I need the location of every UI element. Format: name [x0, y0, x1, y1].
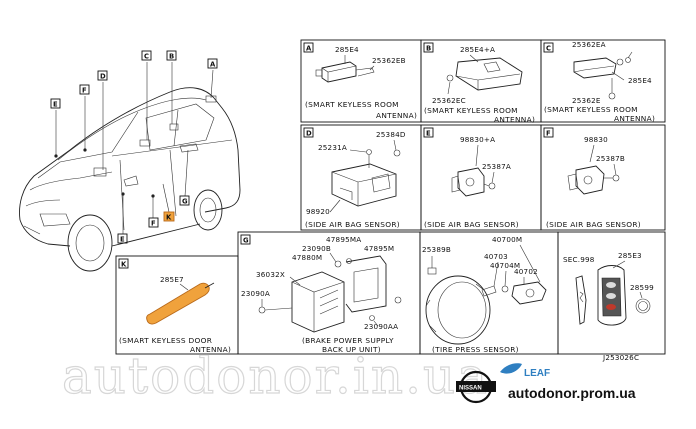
part-285e4: 285E4 — [335, 45, 359, 54]
part-40700m: 40700M — [492, 235, 522, 244]
caption-e: (SIDE AIR BAG SENSOR) — [424, 220, 519, 229]
part-40703: 40703 — [484, 252, 508, 261]
model-name: LEAF — [524, 368, 550, 379]
part-25387a: 25387A — [482, 162, 511, 171]
callout-b: B — [169, 53, 174, 61]
svg-text:F: F — [546, 130, 551, 138]
part-285e4-a: 285E4+A — [460, 45, 495, 54]
part-25362ec: 25362EC — [432, 96, 466, 105]
part-23090a: 23090A — [241, 289, 270, 298]
caption-k-line2: ANTENNA) — [190, 345, 231, 354]
part-sec-998: SEC.998 — [563, 255, 595, 264]
part-47880m: 47880M — [292, 253, 322, 262]
part-47895m: 47895M — [364, 244, 394, 253]
svg-text:G: G — [243, 237, 249, 245]
panel-remote-key: SEC.998 285E3 28599 — [557, 231, 666, 355]
callout-g: G — [182, 198, 188, 206]
part-25231a: 25231A — [318, 143, 347, 152]
part-285e7: 285E7 — [160, 275, 184, 284]
part-40702: 40702 — [514, 267, 538, 276]
caption-g-line1: (BRAKE POWER SUPPLY — [302, 336, 394, 345]
svg-text:NISSAN: NISSAN — [459, 386, 482, 392]
callout-d: D — [100, 73, 106, 81]
part-25362ea: 25362EA — [572, 40, 606, 49]
part-285e3: 285E3 — [618, 251, 642, 260]
caption-k-line1: (SMART KEYLESS DOOR — [119, 336, 212, 345]
callout-f-front: F — [82, 87, 87, 95]
svg-text:K: K — [121, 261, 127, 269]
panel-f-side-airbag-sensor: F 98830 25387B (SIDE AIR BAG SENSOR) — [540, 124, 666, 231]
panel-e-side-airbag-sensor: E 98830+A 25387A (SIDE AIR BAG SENSOR) — [420, 124, 542, 231]
caption-a-line1: (SMART KEYLESS ROOM — [305, 100, 399, 109]
panel-k-smart-keyless-door-antenna: K 285E7 (SMART KEYLESS DOOR ANTENNA) — [115, 255, 239, 355]
drawing-code: J253026C — [602, 353, 639, 362]
part-23090aa: 23090AA — [364, 322, 398, 331]
caption-c-line2: ANTENNA) — [614, 114, 655, 123]
site-url[interactable]: autodonor.prom.ua — [508, 385, 636, 401]
svg-text:A: A — [306, 45, 312, 53]
leaf-logo: LEAF — [500, 363, 550, 379]
svg-text:D: D — [306, 130, 312, 138]
part-47895ma: 47895MA — [326, 235, 361, 244]
caption-d: (SIDE AIR BAG SENSOR) — [305, 220, 400, 229]
part-25362e: 25362E — [572, 96, 601, 105]
part-36032x: 36032X — [256, 270, 285, 279]
vehicle-overview: E F D C B A G F K E — [19, 50, 241, 272]
part-25389b: 25389B — [422, 245, 451, 254]
part-98830-a: 98830+A — [460, 135, 495, 144]
caption-g-line2: BACK UP UNIT) — [322, 345, 381, 354]
part-98830: 98830 — [584, 135, 608, 144]
part-28599: 28599 — [630, 283, 654, 292]
caption-c-line1: (SMART KEYLESS ROOM — [544, 105, 638, 114]
part-98920: 98920 — [306, 207, 330, 216]
callout-f-rear: F — [151, 220, 156, 228]
svg-text:C: C — [546, 45, 551, 53]
callout-k-highlighted: K — [166, 214, 172, 222]
callout-a: A — [210, 61, 216, 69]
caption-a-line2: ANTENNA) — [376, 111, 417, 120]
svg-text:E: E — [426, 130, 431, 138]
panel-tire-pressure-sensor: 25389B 40700M 40703 40704M 40702 (TIRE P… — [419, 231, 559, 355]
panel-d-side-airbag-sensor: D 25384D 25231A 98920 (SIDE AIR BAG SENS… — [300, 124, 422, 231]
part-25387b: 25387B — [596, 154, 625, 163]
part-40704m: 40704M — [490, 261, 520, 270]
part-285e4-c: 285E4 — [628, 76, 652, 85]
caption-f: (SIDE AIR BAG SENSOR) — [546, 220, 641, 229]
part-25384d: 25384D — [376, 130, 406, 139]
callout-e-rear: E — [120, 236, 125, 244]
svg-text:B: B — [426, 45, 431, 53]
panel-a-smart-keyless-room-antenna: A 285E4 25362EB (SMART KEYLESS ROOM ANTE… — [300, 39, 422, 123]
caption-tire-sensor: (TIRE PRESS SENSOR) — [432, 345, 519, 354]
nissan-logo: NISSAN — [456, 370, 496, 404]
watermark-text: autodonor.in.ua — [62, 347, 489, 405]
part-23090b: 23090B — [302, 244, 331, 253]
part-25362eb: 25362EB — [372, 56, 406, 65]
callout-c: C — [144, 53, 149, 61]
caption-b-line2: ANTENNA) — [494, 115, 535, 124]
highlighted-door-antenna — [146, 282, 210, 325]
caption-b-line1: (SMART KEYLESS ROOM — [424, 106, 518, 115]
panel-c-smart-keyless-room-antenna: C 25362EA 285E4 25362E (SMART KEYLESS RO… — [540, 39, 666, 123]
panel-g-brake-power-supply-backup-unit: G 47895MA 47895M 23090B 47880M 36032X 23… — [237, 231, 421, 355]
callout-e-front: E — [53, 101, 58, 109]
panel-b-smart-keyless-room-antenna: B 285E4+A 25362EC (SMART KEYLESS ROOM AN… — [420, 39, 542, 124]
